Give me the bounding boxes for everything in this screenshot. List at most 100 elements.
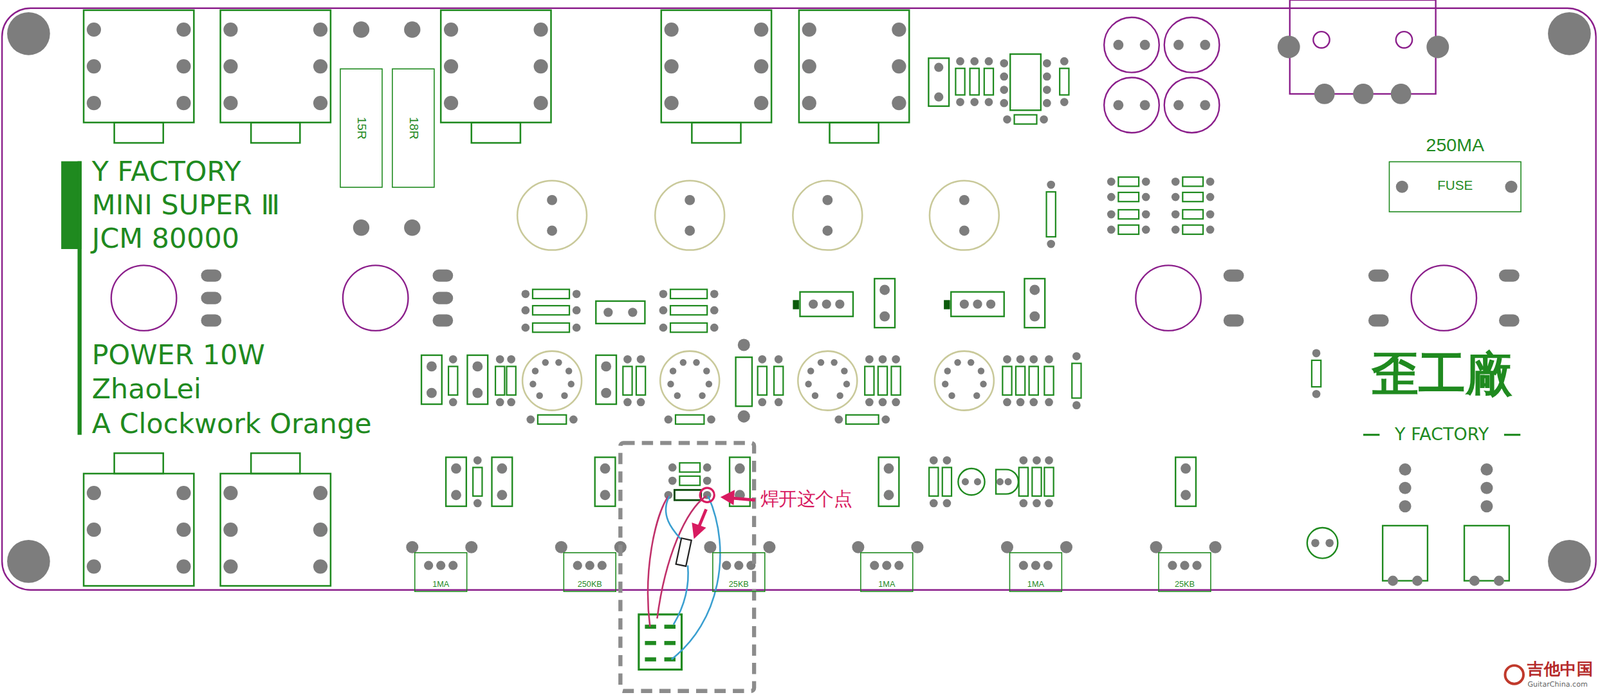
trimmer-footprint	[800, 292, 854, 317]
part-label: 250KB	[577, 580, 603, 590]
watermark: GuitarChina.com	[1527, 681, 1588, 690]
resistor-symbol	[1044, 467, 1054, 496]
resistor-symbol	[1311, 360, 1321, 387]
solder-pad	[703, 476, 712, 486]
solder-pad	[1167, 560, 1177, 571]
solder-pad	[86, 559, 102, 574]
solder-pad	[313, 485, 328, 500]
solder-pad	[822, 225, 833, 237]
power-resistor: 15R	[339, 68, 383, 188]
solder-pad	[436, 560, 446, 571]
potentiometer-footprint: 1MA	[860, 551, 913, 592]
solder-pad	[573, 560, 583, 571]
solder-pad	[1325, 538, 1334, 547]
solder-pad	[1029, 311, 1040, 322]
solder-pad	[669, 367, 677, 374]
resistor-symbol	[670, 322, 708, 332]
resistor-symbol	[670, 305, 708, 315]
solder-pad	[1001, 541, 1014, 554]
potentiometer-footprint: 250KB	[563, 551, 617, 592]
solder-pad	[176, 485, 191, 500]
solder-pad	[664, 415, 673, 424]
solder-pad	[1107, 225, 1116, 235]
solder-pad	[1046, 239, 1056, 249]
solder-pad	[929, 456, 938, 465]
solder-pad	[944, 367, 951, 374]
solder-pad	[542, 358, 549, 366]
solder-pad	[465, 541, 478, 554]
resistor-symbol	[448, 366, 458, 395]
solder-pad	[450, 489, 462, 500]
resistor-symbol	[1046, 191, 1056, 237]
solder-pad	[472, 387, 483, 399]
solder-pad	[1312, 348, 1321, 358]
inlet-hole	[1396, 31, 1413, 48]
solder-pad	[774, 398, 783, 407]
capacitor-footprint	[1024, 278, 1045, 328]
solder-pad	[802, 95, 817, 111]
solder-pad	[703, 541, 717, 554]
jack-tab	[114, 122, 164, 143]
resistor-symbol	[955, 68, 965, 95]
resistor-symbol	[675, 414, 704, 424]
slot-pad	[432, 269, 454, 282]
solder-pad	[1019, 456, 1029, 465]
resistor-symbol	[1118, 176, 1139, 186]
title-rule	[77, 161, 82, 435]
solder-pad	[506, 355, 516, 364]
solder-pad	[1352, 83, 1374, 105]
solder-pad	[959, 194, 970, 206]
slot-pad	[1223, 314, 1245, 327]
solder-pad	[999, 99, 1009, 108]
solder-pad	[961, 478, 969, 486]
part-label: 25KB	[1174, 580, 1195, 590]
solder-pad	[1019, 499, 1029, 508]
solder-pad	[521, 289, 530, 298]
resistor-symbol	[537, 414, 567, 424]
solder-pad	[1141, 210, 1151, 219]
solder-pad	[754, 59, 769, 74]
resistor-symbol	[1059, 68, 1069, 95]
solder-pad	[533, 95, 549, 111]
solder-pad	[1042, 72, 1052, 82]
solder-pad	[684, 194, 695, 206]
tube-footprint	[792, 180, 863, 251]
slot-pad	[1223, 269, 1245, 282]
solder-pad	[1150, 541, 1163, 554]
solder-pad	[1311, 538, 1320, 547]
jack-socket	[661, 10, 772, 123]
solder-pad	[535, 391, 543, 399]
solder-pad	[869, 560, 879, 571]
jack-socket	[799, 10, 910, 123]
tube-footprint	[654, 180, 725, 251]
solder-pad	[313, 22, 328, 37]
solder-pad	[703, 367, 710, 374]
solder-pad	[881, 415, 890, 424]
solder-pad	[1209, 541, 1222, 554]
solder-pad	[721, 560, 731, 571]
solder-pad	[822, 299, 832, 309]
solder-pad	[636, 398, 646, 407]
solder-pad	[521, 323, 530, 332]
solder-pad	[86, 95, 102, 111]
solder-pad	[684, 225, 695, 237]
tube-socket	[797, 351, 857, 411]
leader-line	[732, 497, 756, 500]
solder-pad	[1396, 180, 1409, 194]
solder-pad	[443, 22, 459, 37]
solder-pad	[1031, 560, 1041, 571]
solder-pad	[223, 59, 238, 74]
solder-pad	[223, 522, 238, 537]
solder-pad	[999, 85, 1009, 94]
jack-tab	[250, 122, 300, 143]
solder-pad	[1060, 57, 1069, 66]
solder-pad	[999, 59, 1009, 68]
solder-pad	[1171, 210, 1180, 219]
solder-pad	[734, 560, 744, 571]
solder-pad	[1206, 177, 1215, 186]
solder-pad	[1140, 99, 1151, 111]
solder-pad	[572, 289, 581, 298]
solder-pad	[1029, 398, 1038, 407]
solder-pad	[1141, 225, 1151, 235]
solder-pad	[313, 559, 328, 574]
